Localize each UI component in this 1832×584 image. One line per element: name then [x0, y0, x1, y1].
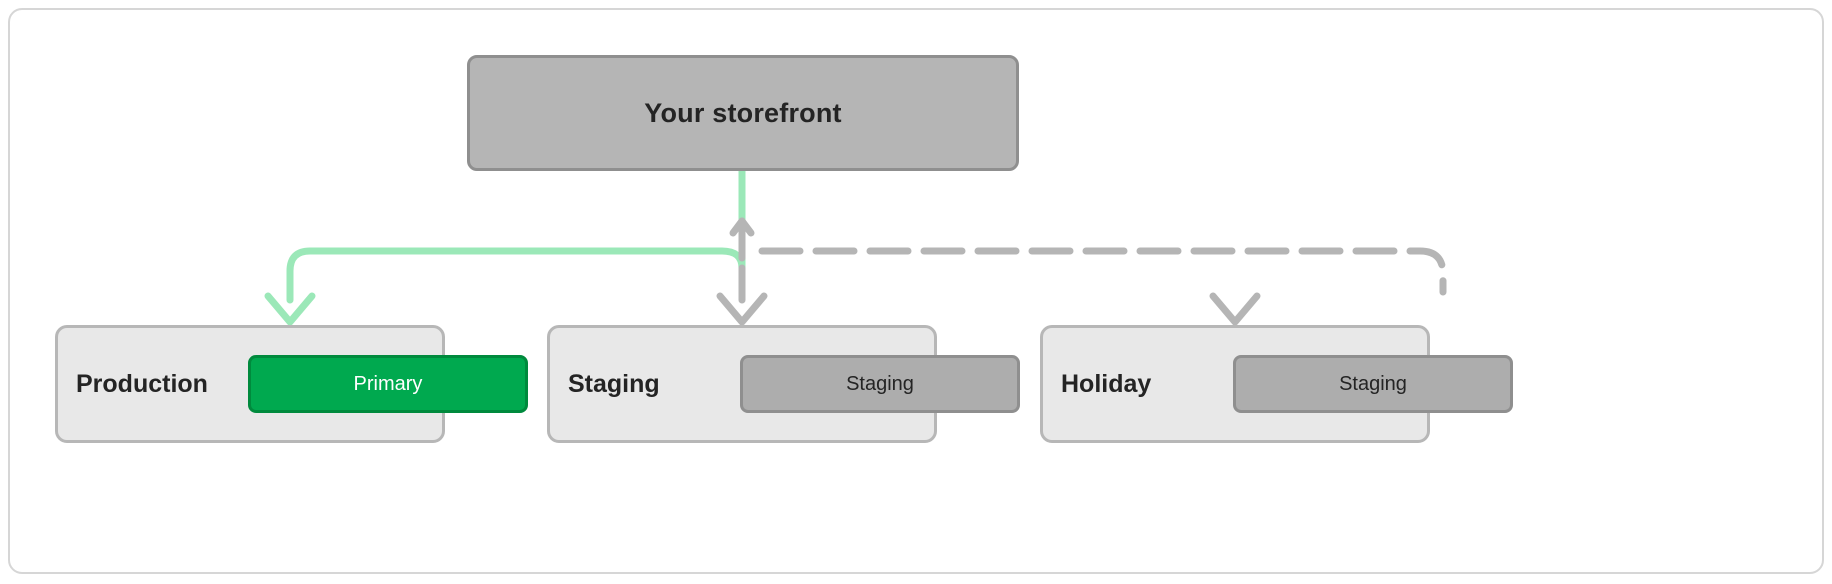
badge-primary[interactable]: Primary: [248, 355, 528, 413]
storefront-title: Your storefront: [644, 97, 842, 128]
environment-name-holiday: Holiday: [1061, 369, 1152, 398]
environment-name-staging: Staging: [568, 369, 660, 398]
badge-staging-label: Staging: [846, 372, 914, 395]
badge-holiday-staging[interactable]: Staging: [1233, 355, 1513, 413]
environment-name-production: Production: [76, 369, 208, 398]
storefront-node[interactable]: Your storefront: [467, 55, 1019, 171]
badge-holiday-staging-label: Staging: [1339, 372, 1407, 395]
badge-staging[interactable]: Staging: [740, 355, 1020, 413]
badge-primary-label: Primary: [353, 372, 423, 395]
